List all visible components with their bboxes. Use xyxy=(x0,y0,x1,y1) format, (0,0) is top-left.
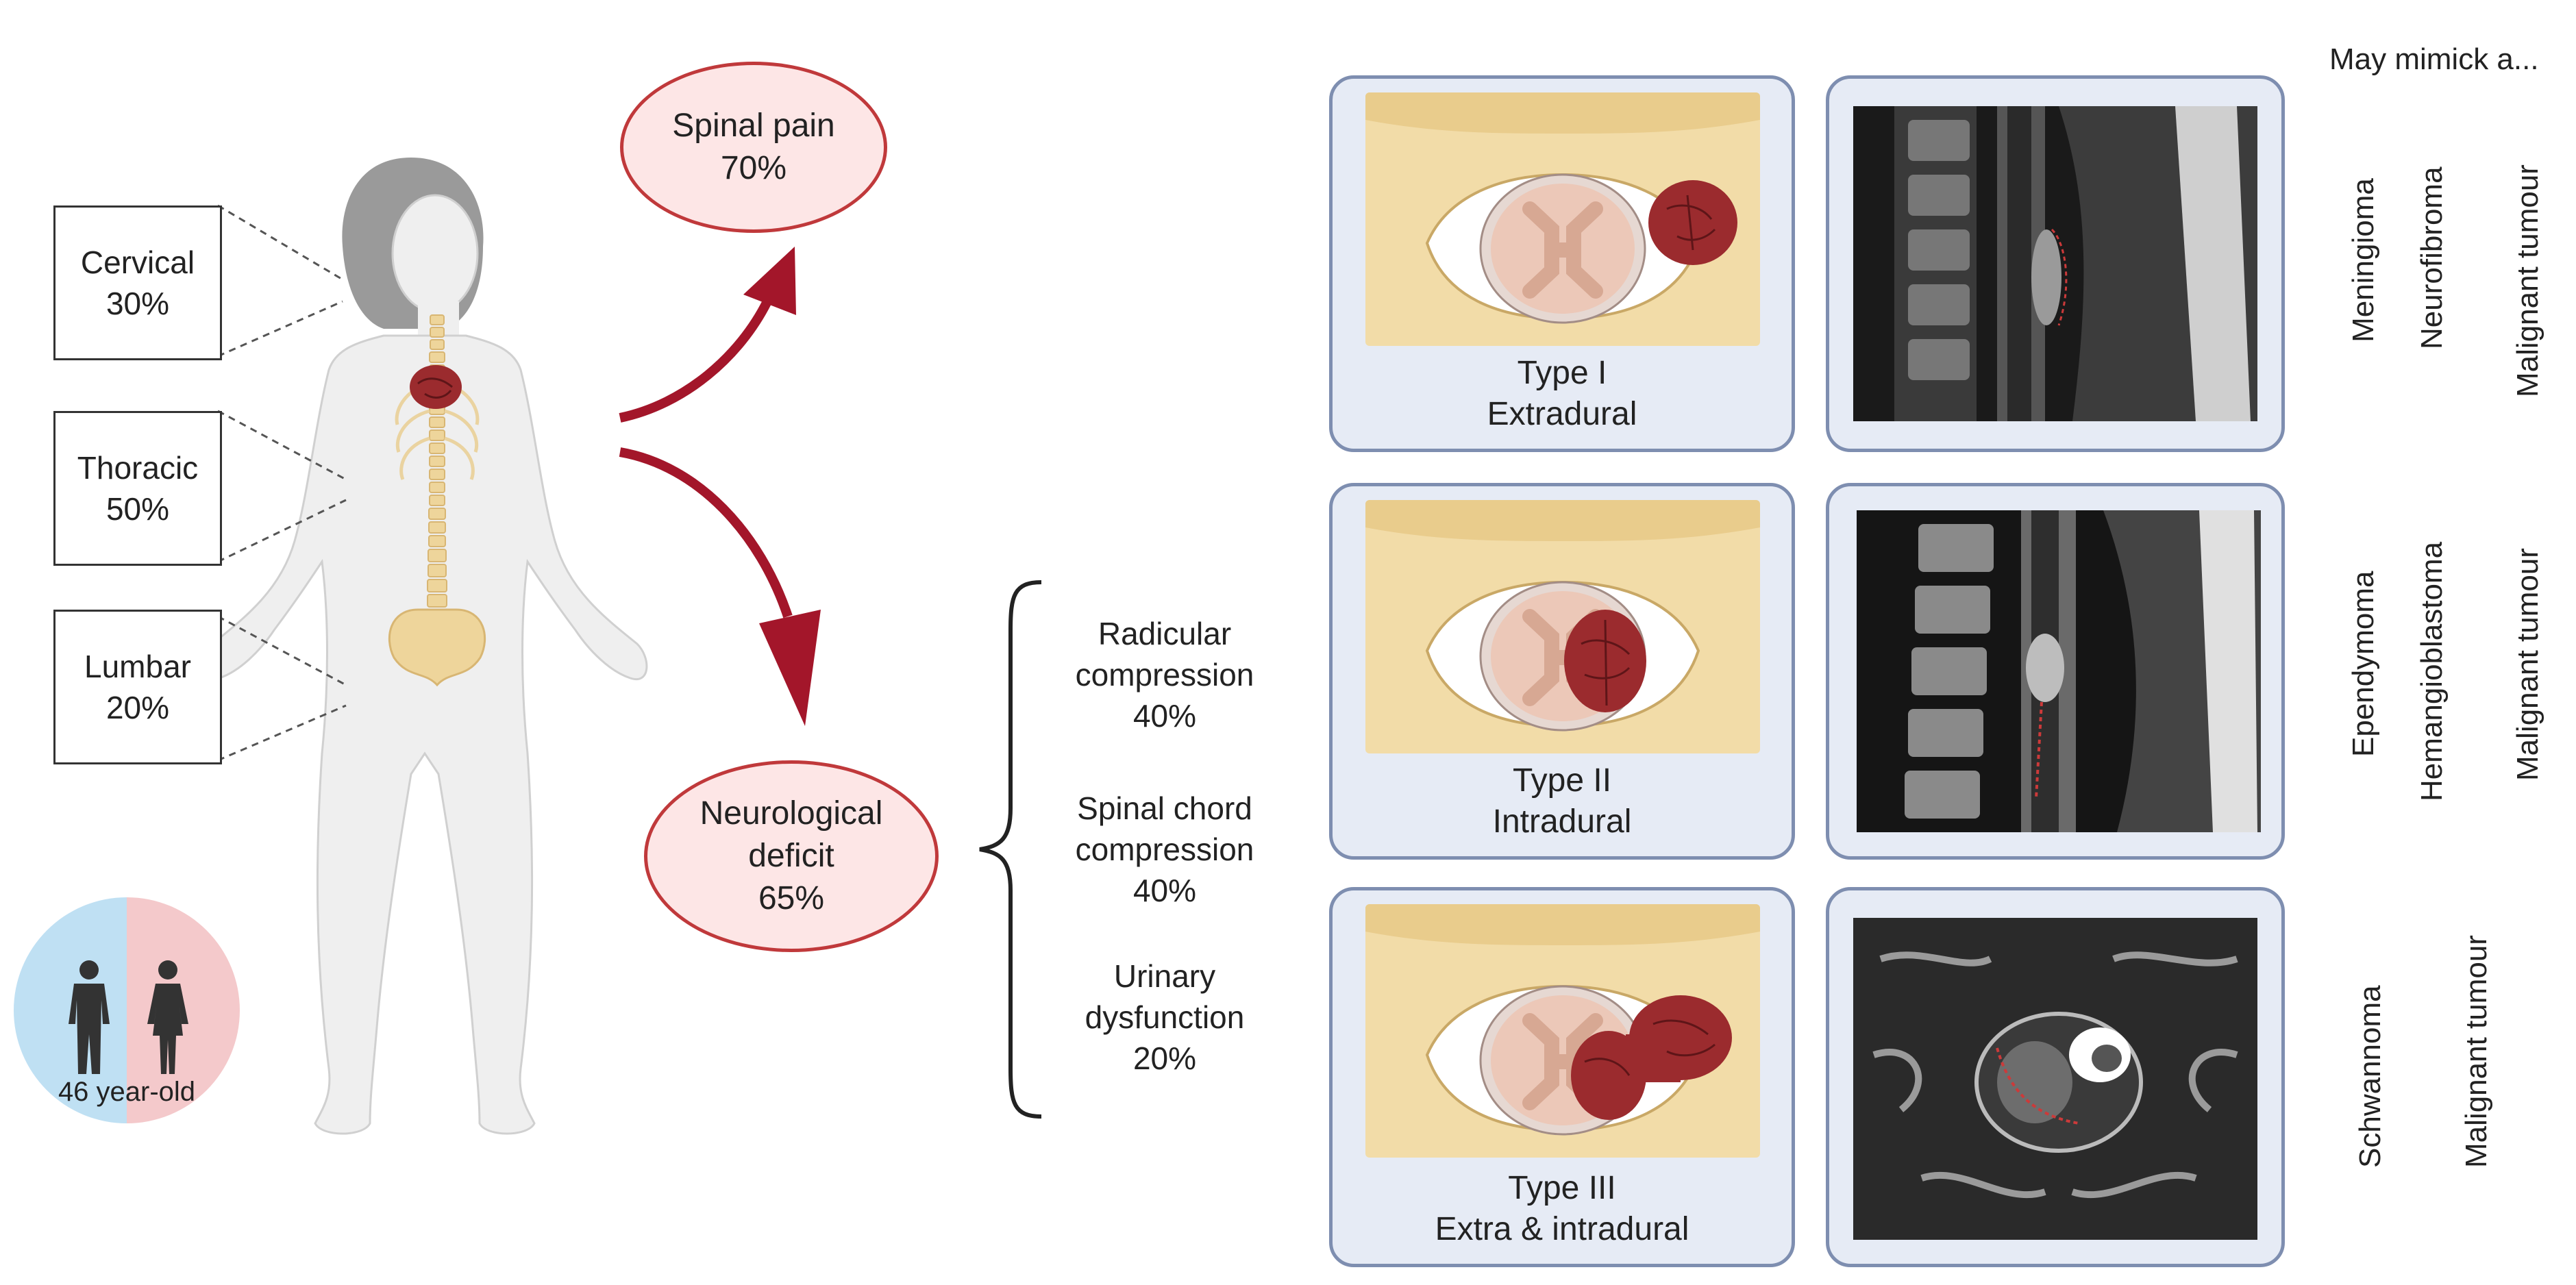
mri-card-2 xyxy=(1826,483,2285,860)
tumor-icon xyxy=(1571,995,1732,1120)
mimic-label: Hemangioblastoma xyxy=(2415,541,2449,801)
type-location: Intradural xyxy=(1492,803,1632,840)
arrow-up-icon xyxy=(619,299,772,423)
neuro-label-line2: deficit xyxy=(748,838,834,874)
symptom-line1: Radicular xyxy=(1098,616,1232,651)
symptom-line2: compression xyxy=(1075,657,1254,693)
symptom-urinary: Urinary dysfunction 20% xyxy=(1041,956,1288,1079)
neurological-deficit-ellipse: Neurological deficit 65% xyxy=(644,760,939,952)
type-location: Extra & intradural xyxy=(1435,1211,1689,1247)
symptom-line1: Spinal chord xyxy=(1077,790,1252,826)
tumor-icon xyxy=(1564,610,1646,712)
symptom-spinal-chord: Spinal chord compression 40% xyxy=(1041,788,1288,911)
type-card-2: Type II Intradural xyxy=(1329,483,1795,860)
symptom-percent: 40% xyxy=(1132,873,1197,908)
neuro-percent: 65% xyxy=(758,880,825,916)
symptom-percent: 40% xyxy=(1132,698,1197,734)
mri-card-3 xyxy=(1826,887,2285,1267)
mri-axial-extra-intradural xyxy=(1853,918,2257,1240)
symptom-percent: 20% xyxy=(1132,1040,1197,1076)
region-percent: 30% xyxy=(106,286,170,321)
symptom-radicular: Radicular compression 40% xyxy=(1041,613,1288,736)
spinal-pain-label: Spinal pain xyxy=(672,108,835,144)
mri-sagittal-extradural xyxy=(1853,106,2257,421)
type-card-1: Type I Extradural xyxy=(1329,75,1795,452)
cross-section-intradural xyxy=(1365,500,1760,753)
cross-section-extradural xyxy=(1365,92,1760,346)
tumor-icon xyxy=(410,365,462,409)
region-box-cervical: Cervical 30% xyxy=(53,205,222,360)
neuro-label-line1: Neurological xyxy=(699,795,883,832)
region-name: Cervical xyxy=(80,245,195,280)
female-silhouette-icon xyxy=(147,960,188,1074)
arrow-up-head xyxy=(743,247,796,315)
type-card-3: Type III Extra & intradural xyxy=(1329,887,1795,1267)
spinal-pain-ellipse: Spinal pain 70% xyxy=(620,62,887,233)
symptom-line2: dysfunction xyxy=(1085,999,1245,1035)
mimic-label: Neurofibroma xyxy=(2415,166,2449,349)
male-silhouette-icon xyxy=(69,960,110,1074)
region-percent: 20% xyxy=(106,690,170,725)
body-figure xyxy=(201,158,648,1135)
arrow-down-head xyxy=(759,610,821,726)
type-label: Type III xyxy=(1508,1170,1616,1206)
mimic-label: Malignant tumour xyxy=(2511,164,2544,397)
region-box-thoracic: Thoracic 50% xyxy=(53,411,222,566)
mimic-label: Ependymoma xyxy=(2346,571,2380,757)
region-name: Thoracic xyxy=(77,450,199,486)
type-location: Extradural xyxy=(1487,396,1637,432)
type-label: Type II xyxy=(1512,762,1612,799)
age-label: 46 year-old xyxy=(58,1077,196,1107)
region-name: Lumbar xyxy=(84,649,191,684)
tumor-icon xyxy=(1648,180,1737,265)
mimic-header: May mimick a... xyxy=(2329,42,2539,76)
region-box-lumbar: Lumbar 20% xyxy=(53,610,222,764)
brace-icon xyxy=(979,580,1042,1119)
type-label: Type I xyxy=(1517,355,1607,391)
mri-sagittal-intradural xyxy=(1857,510,2261,832)
mri-card-1 xyxy=(1826,75,2285,452)
arrow-down-icon xyxy=(619,447,793,619)
spinal-pain-percent: 70% xyxy=(720,150,787,186)
region-percent: 50% xyxy=(106,491,170,527)
mimic-label: Malignant tumour xyxy=(2511,548,2544,781)
mimic-label: Meningioma xyxy=(2346,178,2380,342)
symptom-line1: Urinary xyxy=(1113,958,1216,994)
mimic-label: Malignant tumour xyxy=(2460,935,2493,1168)
cross-section-extra-intradural xyxy=(1365,904,1760,1158)
age-badge: 46 year-old xyxy=(14,897,240,1123)
symptom-line2: compression xyxy=(1075,832,1254,867)
mimic-label: Schwannoma xyxy=(2353,985,2387,1168)
